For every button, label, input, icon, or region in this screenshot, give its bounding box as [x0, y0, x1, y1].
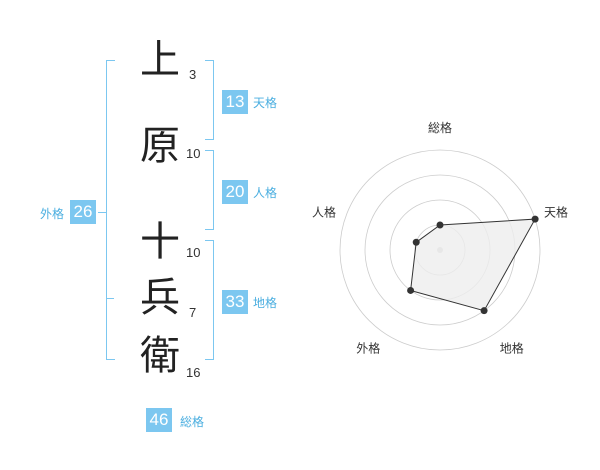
radar-point: [436, 221, 444, 229]
name-char-5: 衛: [140, 333, 180, 379]
chikaku-value: 33: [222, 290, 248, 314]
chikaku-bracket: [205, 240, 214, 360]
tenkaku-bracket: [205, 60, 214, 140]
radar-axis-label: 人格: [312, 204, 336, 219]
radar-point: [407, 286, 415, 294]
radar-point: [480, 307, 488, 315]
stroke-count-4: 7: [189, 305, 197, 320]
radar-ring: [339, 149, 541, 351]
name-char-3: 十: [140, 219, 180, 265]
gaikaku-bracket-split: [106, 298, 114, 299]
name-char-1: 上: [140, 37, 180, 83]
name-char-2: 原: [140, 123, 180, 169]
jinkaku-bracket: [205, 150, 214, 230]
chikaku-label: 地格: [253, 296, 278, 310]
radar-point: [412, 238, 420, 246]
soukaku-value: 46: [146, 408, 172, 432]
radar-axis-label: 総格: [428, 120, 452, 135]
radar-axis-label: 天格: [544, 204, 568, 219]
stroke-count-3: 10: [186, 245, 201, 260]
gaikaku-label: 外格: [40, 207, 65, 221]
jinkaku-value: 20: [222, 180, 248, 204]
jinkaku-label: 人格: [253, 186, 278, 200]
gaikaku-value: 26: [70, 200, 96, 224]
soukaku-label: 総格: [180, 415, 205, 429]
gaikaku-bracket: [106, 60, 115, 360]
radar-axis-label: 地格: [500, 341, 524, 356]
stroke-count-5: 16: [186, 365, 201, 380]
tenkaku-label: 天格: [253, 96, 278, 110]
gaikaku-bracket-stem: [98, 212, 106, 213]
name-char-4: 兵: [140, 275, 180, 321]
tenkaku-value: 13: [222, 90, 248, 114]
radar-area: [410, 218, 536, 312]
stroke-count-2: 10: [186, 146, 201, 161]
radar-axis-label: 外格: [356, 341, 380, 356]
radar-point: [531, 215, 539, 223]
stroke-count-1: 3: [189, 67, 197, 82]
radar-points: [407, 215, 539, 315]
